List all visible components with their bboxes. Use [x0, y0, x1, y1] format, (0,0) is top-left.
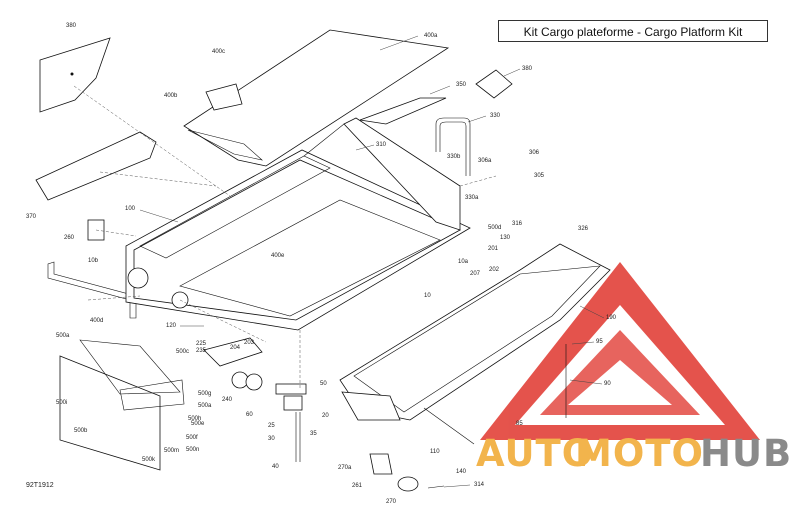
callout-50: 50 — [320, 381, 327, 387]
leader-lines — [139, 35, 605, 488]
callout-190: 190 — [606, 315, 617, 321]
callout-500g: 500g — [198, 391, 211, 397]
callout-10a: 10a — [458, 259, 469, 265]
callout-330a: 330a — [465, 195, 479, 201]
callout-500i: 500i — [56, 400, 67, 406]
part-190-side-rail — [339, 243, 611, 421]
diagram-code: 92T1912 — [26, 482, 54, 489]
part-400a-platform-plate — [183, 29, 450, 167]
callout-330: 330 — [490, 113, 501, 119]
callout-500e: 500e — [191, 421, 205, 427]
part-380-right-bracket — [475, 69, 513, 99]
watermark-brand-text: AUTO MOTO HUB — [476, 432, 792, 475]
callout-240: 240 — [222, 397, 233, 403]
callout-500d: 500d — [488, 225, 501, 231]
callout-90: 90 — [604, 381, 611, 387]
callout-25: 25 — [268, 423, 275, 429]
callout-306: 306 — [529, 150, 540, 156]
part-100-main-frame — [125, 117, 471, 331]
callout-20: 20 — [322, 413, 329, 419]
part-500-panel — [59, 339, 185, 471]
callout-60: 60 — [246, 412, 253, 418]
part-261-clamp — [369, 453, 445, 492]
callout-100: 100 — [125, 206, 136, 212]
callout-270: 270 — [386, 499, 397, 505]
part-60-clamp — [275, 383, 307, 462]
callout-202: 202 — [489, 267, 500, 273]
assembly-lines — [73, 85, 497, 390]
callout-10: 10 — [424, 293, 431, 299]
callout-370: 370 — [26, 214, 37, 220]
part-400b-bracket — [205, 83, 243, 111]
callout-225: 225 — [196, 341, 207, 347]
callout-500f: 500f — [186, 435, 198, 441]
callout-270a: 270a — [338, 465, 352, 471]
callout-500a-a: 500a — [56, 333, 70, 339]
callout-120: 120 — [166, 323, 177, 329]
callout-500c: 500c — [176, 349, 189, 355]
watermark-moto: MOTO — [575, 432, 704, 475]
callout-207: 207 — [470, 271, 481, 277]
part-330-handle — [435, 117, 471, 176]
callout-500b: 500b — [74, 428, 88, 434]
callout-400b: 400b — [164, 93, 178, 99]
callout-500m: 500m — [164, 448, 179, 454]
callout-305: 305 — [534, 173, 545, 179]
part-350-pad — [359, 97, 447, 125]
callout-10b: 10b — [88, 258, 99, 264]
watermark-auto: AUTO — [476, 432, 594, 475]
callout-130: 130 — [500, 235, 511, 241]
part-10b-bar — [47, 261, 137, 319]
callout-35: 35 — [310, 431, 317, 437]
callout-316-a: 316 — [512, 221, 523, 227]
callout-500k: 500k — [142, 457, 156, 463]
callout-500n: 500n — [186, 447, 199, 453]
callout-326: 326 — [578, 226, 589, 232]
callout-110: 110 — [430, 449, 440, 455]
callout-500a-b: 500a — [198, 403, 212, 409]
part-380-panel — [39, 37, 111, 113]
callout-500h: 500h — [188, 416, 201, 422]
callout-203: 203 — [244, 340, 255, 346]
diagram-title: Kit Cargo plateforme - Cargo Platform Ki… — [498, 20, 768, 42]
callout-350: 350 — [456, 82, 467, 88]
callout-306a: 306a — [478, 158, 492, 164]
callout-95: 95 — [596, 339, 603, 345]
part-370-skid — [35, 131, 157, 201]
callout-310: 310 — [376, 142, 387, 148]
watermark-hub: HUB — [700, 432, 792, 475]
callout-140: 140 — [456, 469, 467, 475]
callout-400e: 400e — [271, 253, 285, 259]
callout-380-b: 380 — [522, 66, 533, 72]
callout-400d: 400d — [90, 318, 103, 324]
callout-30: 30 — [268, 436, 275, 442]
callout-260: 260 — [64, 235, 75, 241]
callout-330b: 330b — [447, 154, 461, 160]
callout-400c: 400c — [212, 49, 225, 55]
callout-40: 40 — [272, 464, 279, 470]
callout-204: 204 — [230, 345, 241, 351]
callout-314: 314 — [474, 482, 485, 488]
part-225-bracket — [203, 337, 263, 391]
callout-261: 261 — [352, 483, 363, 489]
watermark-logo — [480, 262, 760, 440]
callout-400a: 400a — [424, 33, 438, 39]
callout-380-a: 380 — [66, 23, 77, 29]
callout-201: 201 — [488, 246, 499, 252]
callout-235: 235 — [196, 348, 207, 354]
part-110-rod — [423, 407, 475, 445]
callout-85: 85 — [516, 421, 523, 427]
callout-labels: 380 400a 400c 400b 350 380 330 310 306 3… — [26, 23, 617, 505]
